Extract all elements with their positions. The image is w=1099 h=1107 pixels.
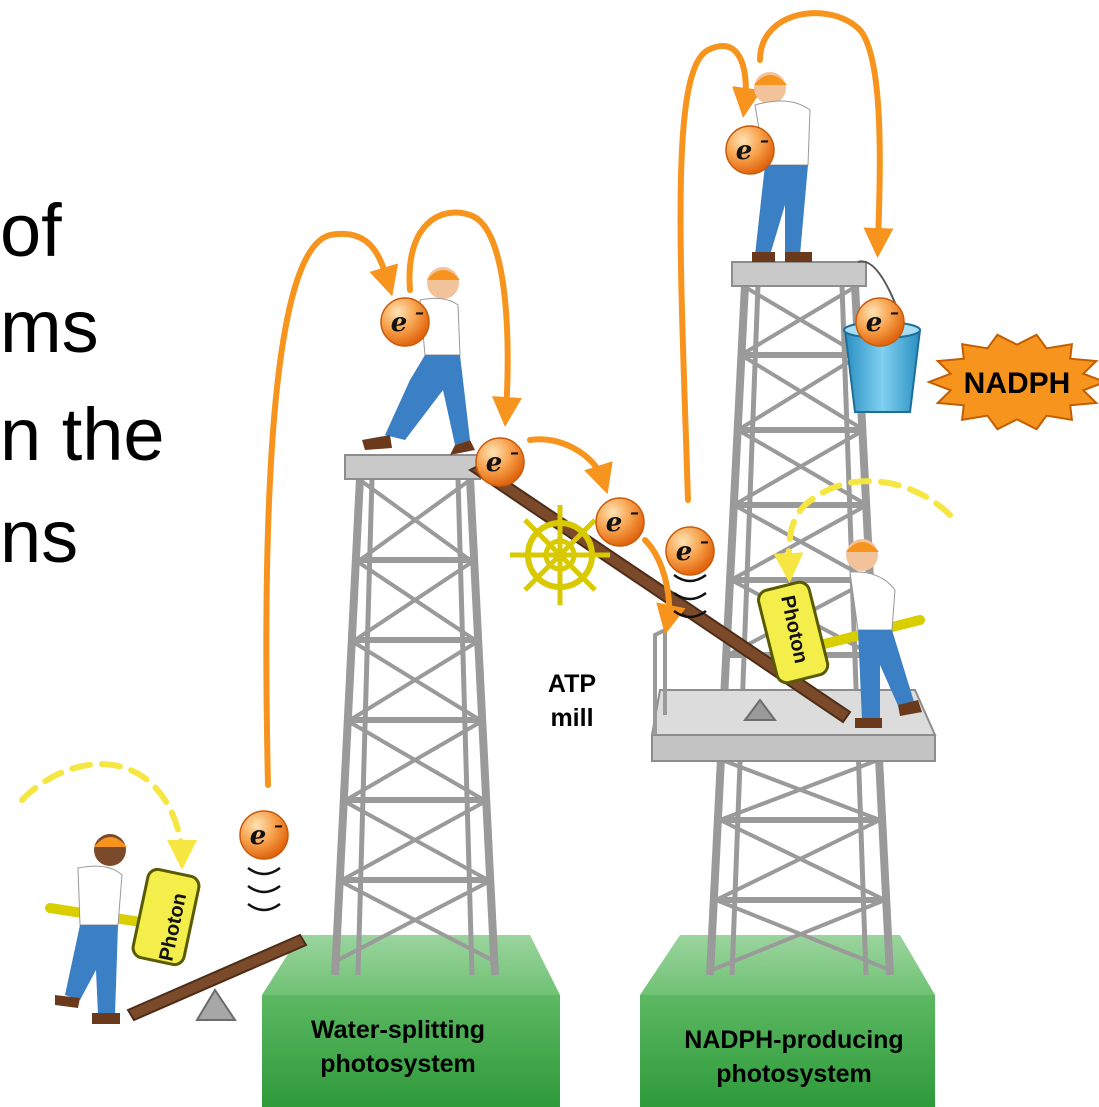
electron-flow-arrows [263,10,894,788]
right-photon-arrow [773,478,953,583]
atp-mill-label-line2: mill [550,704,593,732]
electron-ball [595,497,645,547]
left-photon-arrow [19,761,197,870]
atp-mill-wheel [510,505,610,605]
water-splitting-label-line2: photosystem [320,1050,476,1078]
left-lever-fulcrum [195,988,237,1021]
worker-left-hammer [55,834,127,1024]
water-splitting-label-line1: Water-splitting [311,1016,485,1044]
electron-ball [855,297,905,347]
left-photon-hammer: Photon [45,867,201,967]
electron-charge: – [760,130,769,151]
worker-right-hammer [846,539,922,728]
slide-text-line-3: n the [0,393,165,476]
electron-charge: – [890,302,899,323]
arrow-right-top-to-bucket [757,10,894,258]
nadph-producing-label-line2: photosystem [716,1060,872,1088]
electron-label: e [736,136,753,166]
electron-charge: – [274,815,283,836]
electron-label: e [486,448,503,478]
arrow-left-top-to-ramp [406,209,522,427]
atp-mill-label-line1: ATP [548,670,596,698]
slide-text-line-1: of [0,189,62,272]
arrow-ramp-to-wheel [527,436,613,495]
electron-held-right-top: e– [725,125,775,175]
electron-near-wheel: e– [595,497,645,547]
electron-ball [475,437,525,487]
nadph-burst-label: NADPH [964,367,1071,400]
electron-ground-left: e– [239,810,289,860]
slide-text-line-2: ms [0,285,99,368]
electrons-layer: e–e–e–e–e–e–e– [239,125,905,860]
left-seesaw [126,933,308,1022]
electron-ball [380,297,430,347]
right-lever-fulcrum [743,698,777,721]
nadph-producing-label-line1: NADPH-producing [684,1026,903,1054]
nadph-producing-platform [640,935,935,1107]
vibration-arcs-left [247,866,281,912]
electron-platform-right: e– [665,526,715,576]
arrow-ground-to-left-top [263,230,399,788]
right-tower-top-platform [731,261,867,287]
electron-ball [725,125,775,175]
slide-text-line-4: ns [0,495,79,578]
electron-label: e [391,308,408,338]
electron-ball [239,810,289,860]
electron-charge: – [700,531,709,552]
right-photon-hammer: Photon [757,580,925,685]
nadph-burst: NADPH [926,333,1099,431]
electron-label: e [866,308,883,338]
electron-label: e [676,537,693,567]
electron-charge: – [630,502,639,523]
left-tower-top-platform [344,454,481,480]
water-splitting-tower [331,477,499,976]
electron-ramp-top: e– [475,437,525,487]
electron-in-bucket: e– [855,297,905,347]
worker-left-top [362,267,475,455]
electron-charge: – [415,302,424,323]
photon-arrows [19,478,953,870]
electron-held-left-top: e– [380,297,430,347]
electron-ball [665,526,715,576]
electron-charge: – [510,442,519,463]
arrow-platform-to-right-top [677,43,762,503]
vibration-arcs-right [673,573,707,619]
electron-label: e [250,821,267,851]
electron-label: e [606,508,623,538]
arrow-wheel-to-platform [642,537,686,635]
